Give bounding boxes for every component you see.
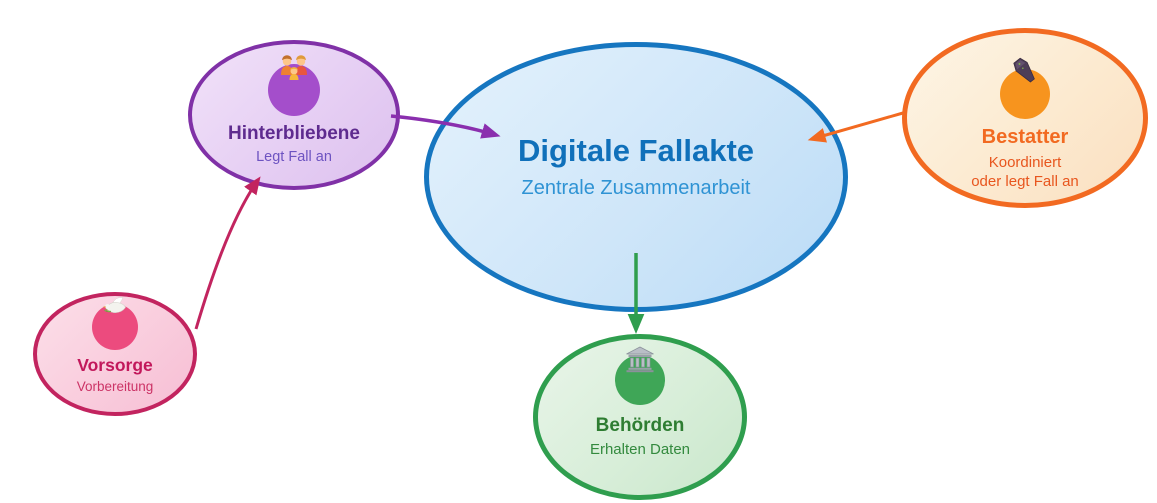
node-vorsorge: Vorsorge Vorbereitung [33,292,197,416]
arrow-vorsorge-to-hinterbliebene [194,176,261,330]
dove-icon [102,297,126,313]
node-behoerden: Behörden Erhalten Daten [533,334,747,500]
node-title: Vorsorge [77,355,153,375]
icon-badge [268,55,320,116]
node-title: Digitale Fallakte [517,133,755,168]
node-bestatter: Bestatter Koordiniert oder legt Fall an [902,28,1148,208]
icon-badge [92,297,138,350]
node-title: Bestatter [981,126,1069,148]
node-subtitle: Zentrale Zusammenarbeit [521,177,751,199]
coffin-icon [1013,57,1035,83]
node-subtitle-line1: Koordiniert [988,154,1062,171]
family-icon [281,55,307,80]
icon-badge [1000,57,1050,119]
node-subtitle: Legt Fall an [256,149,332,165]
node-subtitle: Vorbereitung [76,379,154,394]
node-title: Behörden [595,415,685,436]
bank-icon [626,346,654,373]
icon-badge [615,346,665,405]
node-subtitle-line2: oder legt Fall an [971,172,1079,190]
node-subtitle: Erhalten Daten [589,441,691,458]
node-subtitle: Koordiniert oder legt Fall an [971,154,1079,192]
node-digitale-fallakte: Digitale Fallakte Zentrale Zusammenarbei… [424,42,848,312]
node-hinterbliebene: Hinterbliebene Legt Fall an [188,40,400,190]
node-title: Hinterbliebene [228,123,360,144]
